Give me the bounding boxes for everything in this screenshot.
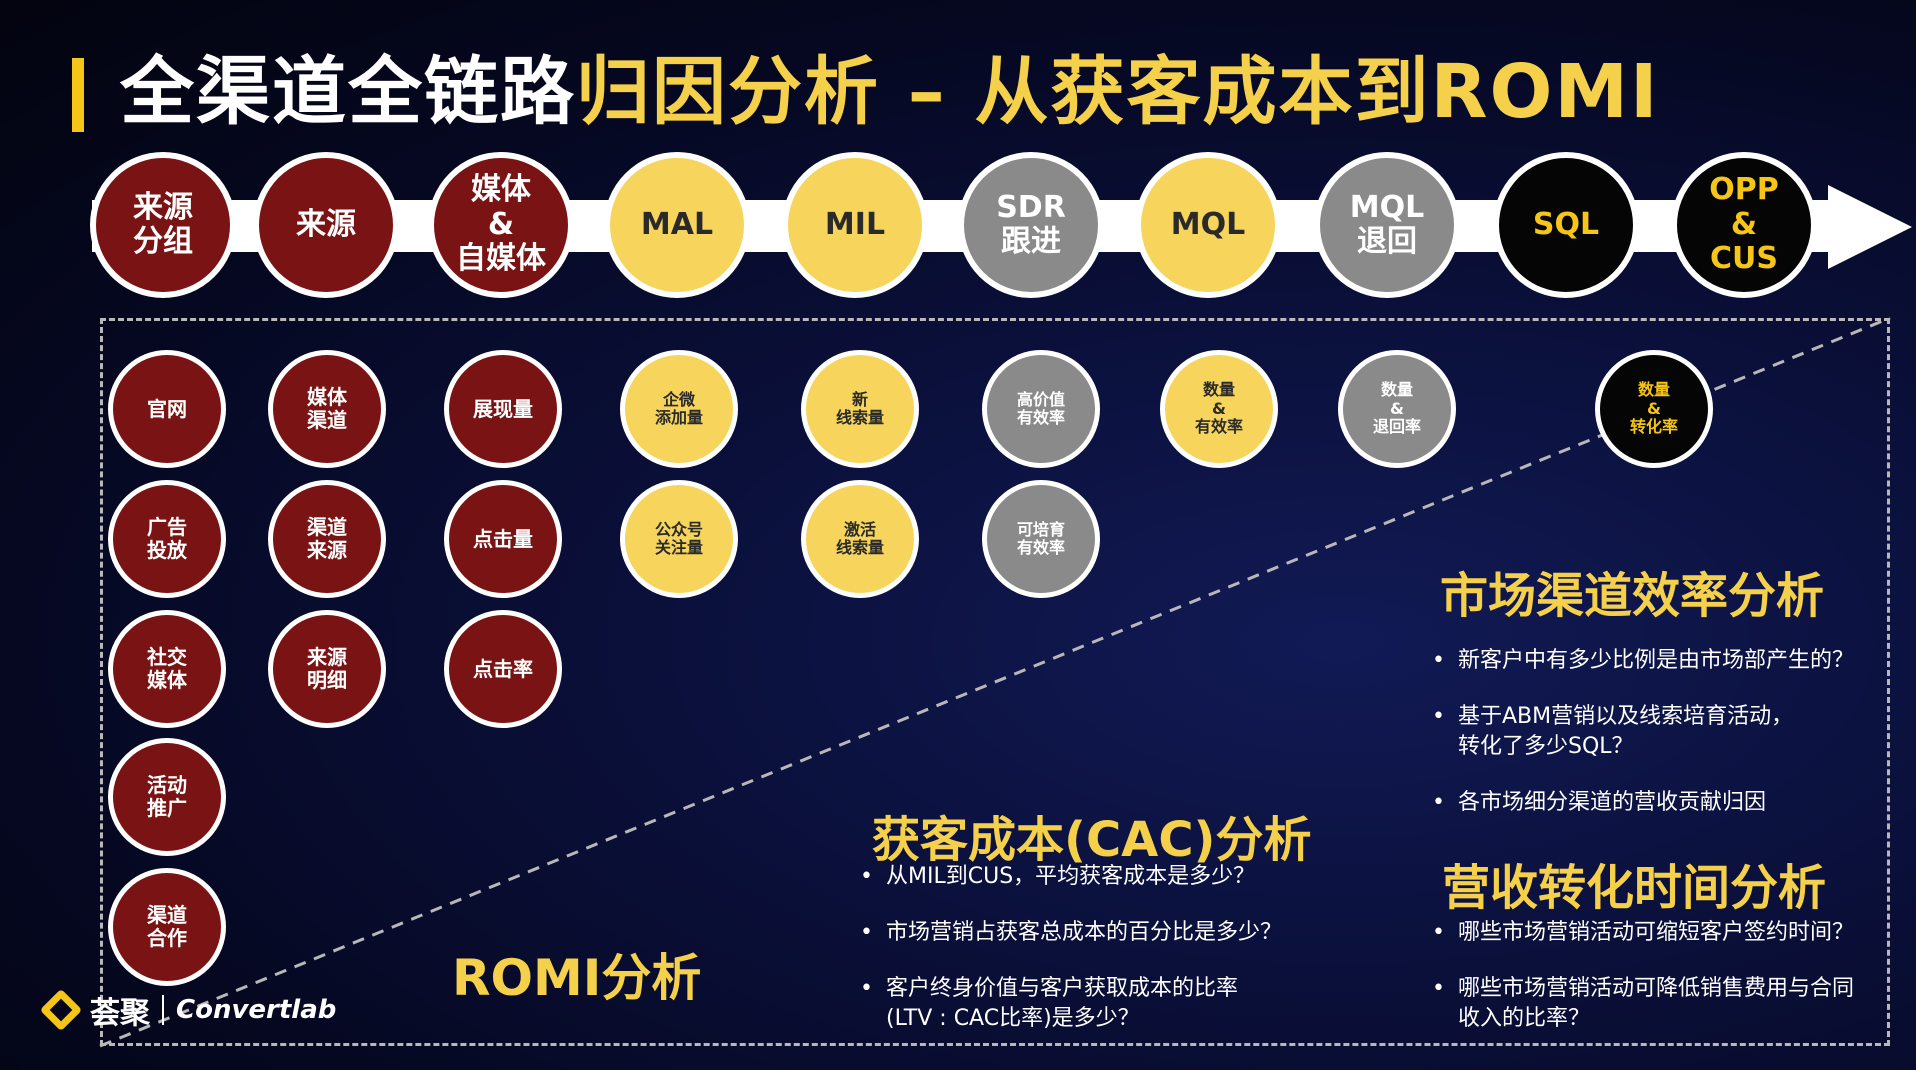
brand-name-cn: 荟聚: [90, 996, 150, 1031]
revenue-bullet: 哪些市场营销活动可降低销售费用与合同 收入的比率？: [1428, 974, 1898, 1034]
metric-circle: 活动 推广: [108, 738, 226, 856]
metric-circle: 广告 投放: [108, 480, 226, 598]
metric-label: 社交 媒体: [147, 645, 187, 692]
cac-bullet: 从MIL到CUS，平均获客成本是多少？: [856, 862, 1376, 892]
metric-label: 企微 添加量: [654, 389, 703, 427]
stage-label: MQL 退回: [1349, 189, 1425, 259]
stage-circle: 媒体 & 自媒体: [428, 152, 574, 298]
metric-label: 高价值 有效率: [1016, 389, 1065, 427]
market-bullet: 基于ABM营销以及线索培育活动， 转化了多少SQL？: [1428, 702, 1898, 762]
metric-circle: 渠道 合作: [108, 868, 226, 986]
stage-circle: MQL: [1135, 152, 1281, 298]
metric-circle: 激活 线索量: [801, 480, 919, 598]
stage-circle: SDR 跟进: [958, 152, 1104, 298]
revenue-time-heading: 营收转化时间分析: [1442, 860, 1827, 916]
stage-label: OPP & CUS: [1709, 172, 1779, 277]
metric-circle: 点击量: [444, 480, 562, 598]
stage-label: MQL: [1170, 206, 1246, 242]
stage-circle: MQL 退回: [1314, 152, 1460, 298]
brand-divider: [162, 995, 164, 1025]
market-bullet-list: 新客户中有多少比例是由市场部产生的？ 基于ABM营销以及线索培育活动， 转化了多…: [1428, 646, 1898, 844]
metric-circle: 渠道 来源: [268, 480, 386, 598]
metric-circle: 可培育 有效率: [982, 480, 1100, 598]
metric-circle: 高价值 有效率: [982, 350, 1100, 468]
metric-label: 来源 明细: [307, 645, 347, 692]
brand-mark-icon: [44, 993, 78, 1027]
stage-circle: MAL: [604, 152, 750, 298]
metric-circle: 数量 & 有效率: [1160, 350, 1278, 468]
stage-label: MAL: [640, 206, 714, 242]
metric-label: 广告 投放: [147, 515, 187, 562]
stage-label: SQL: [1532, 206, 1600, 242]
stage-label: MIL: [824, 206, 886, 242]
metric-circle: 媒体 渠道: [268, 350, 386, 468]
metric-circle: 展现量: [444, 350, 562, 468]
metrics-dashed-frame: [100, 318, 1890, 1046]
metric-label: 数量 & 有效率: [1194, 380, 1243, 437]
metric-label: 官网: [147, 396, 187, 421]
cac-heading: 获客成本(CAC)分析: [872, 812, 1312, 868]
funnel-arrow-head: [1828, 185, 1912, 269]
stage-circle: SQL: [1493, 152, 1639, 298]
metric-label: 激活 线索量: [835, 519, 884, 557]
metric-circle: 企微 添加量: [620, 350, 738, 468]
diagonal-line: [99, 316, 1891, 1048]
market-bullet: 各市场细分渠道的营收贡献归因: [1428, 788, 1898, 818]
metric-label: 点击率: [473, 656, 533, 681]
brand-logo: 荟聚 Convertlab: [44, 988, 336, 1032]
metric-circle: 新 线索量: [801, 350, 919, 468]
metric-label: 渠道 合作: [147, 903, 187, 950]
metric-circle: 公众号 关注量: [620, 480, 738, 598]
metric-circle: 社交 媒体: [108, 610, 226, 728]
stage-circle: MIL: [782, 152, 928, 298]
metric-circle: 官网: [108, 350, 226, 468]
stage-circle: 来源: [253, 152, 399, 298]
brand-name-en: Convertlab: [176, 995, 337, 1025]
metric-label: 媒体 渠道: [307, 385, 347, 432]
metric-circle: 来源 明细: [268, 610, 386, 728]
stage-label: 来源 分组: [133, 189, 193, 259]
metric-label: 渠道 来源: [307, 515, 347, 562]
title-accent-bar: [72, 58, 84, 132]
metric-label: 公众号 关注量: [654, 519, 703, 557]
cac-bullet: 客户终身价值与客户获取成本的比率 (LTV : CAC比率)是多少？: [856, 974, 1376, 1034]
stage-circle: OPP & CUS: [1671, 152, 1817, 298]
metric-circle: 数量 & 退回率: [1338, 350, 1456, 468]
metric-label: 点击量: [473, 526, 533, 551]
cac-bullet-list: 从MIL到CUS，平均获客成本是多少？ 市场营销占获客总成本的百分比是多少？ 客…: [856, 862, 1376, 1060]
stage-label: SDR 跟进: [996, 189, 1066, 259]
metric-label: 新 线索量: [835, 389, 884, 427]
market-bullet: 新客户中有多少比例是由市场部产生的？: [1428, 646, 1898, 676]
metric-circle: 数量 & 转化率: [1595, 350, 1713, 468]
metric-label: 数量 & 退回率: [1372, 380, 1421, 437]
market-efficiency-heading: 市场渠道效率分析: [1440, 568, 1825, 624]
romi-heading: ROMI分析: [452, 949, 702, 1007]
page-title: 全渠道全链路归因分析 – 从获客成本到ROMI: [120, 48, 1660, 137]
metric-circle: 点击率: [444, 610, 562, 728]
stage-circle: 来源 分组: [90, 152, 236, 298]
revenue-bullet-list: 哪些市场营销活动可缩短客户签约时间？ 哪些市场营销活动可降低销售费用与合同 收入…: [1428, 918, 1898, 1060]
cac-bullet: 市场营销占获客总成本的百分比是多少？: [856, 918, 1376, 948]
title-part-yellow: 归因分析 – 从获客成本到ROMI: [576, 49, 1660, 135]
metric-label: 可培育 有效率: [1016, 519, 1065, 557]
metric-label: 数量 & 转化率: [1629, 380, 1678, 437]
revenue-bullet: 哪些市场营销活动可缩短客户签约时间？: [1428, 918, 1898, 948]
metric-label: 活动 推广: [147, 773, 187, 820]
metric-label: 展现量: [473, 396, 533, 421]
stage-label: 媒体 & 自媒体: [456, 172, 546, 277]
stage-label: 来源: [296, 206, 356, 242]
title-part-white: 全渠道全链路: [120, 49, 576, 135]
